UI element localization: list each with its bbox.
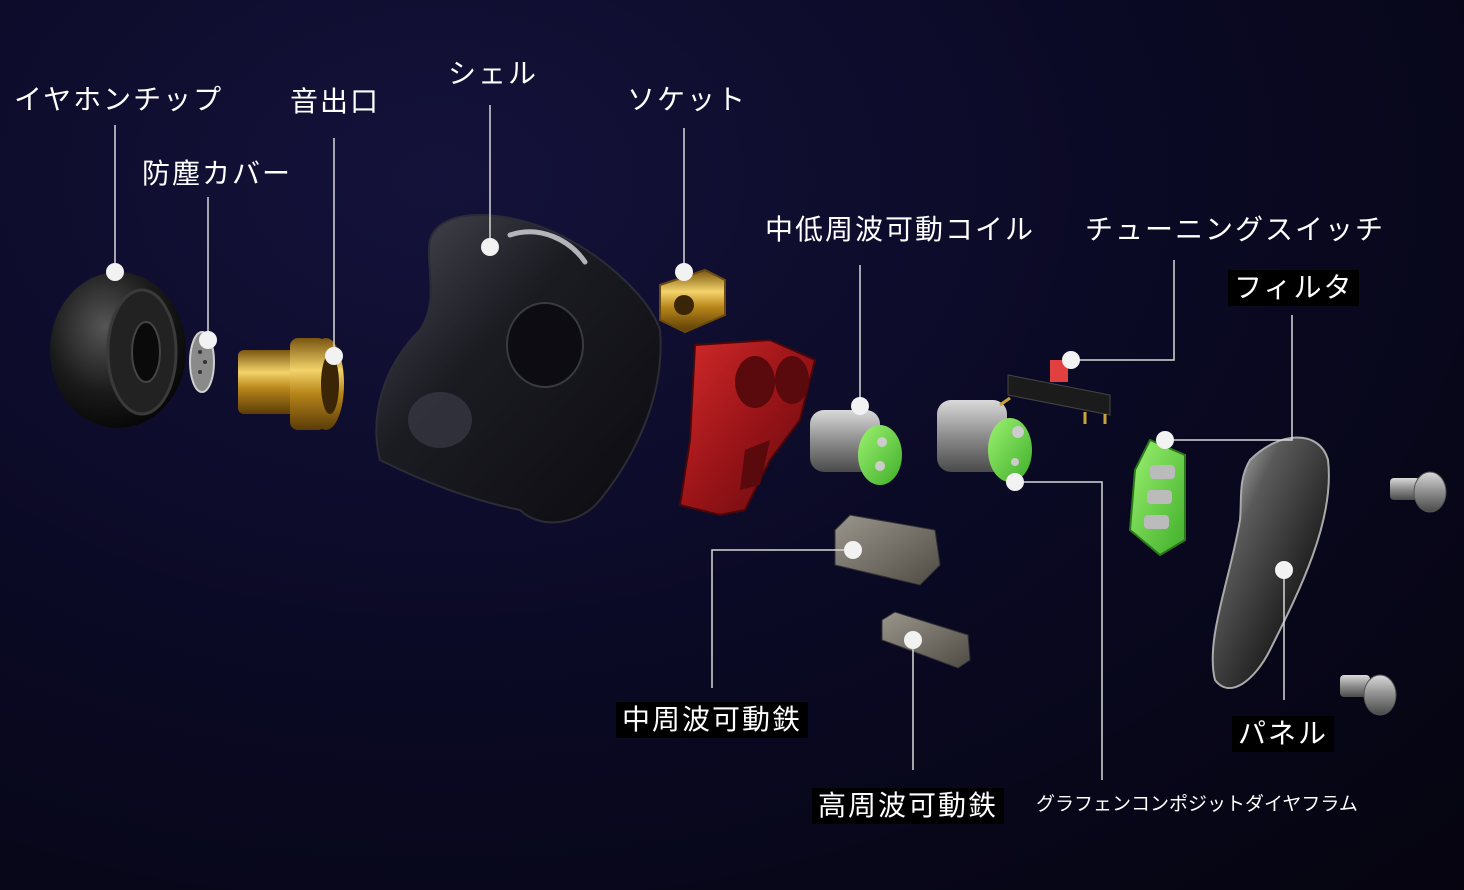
- high-ba-part: [881, 611, 971, 669]
- graphene-driver-part: [937, 400, 1032, 482]
- label-eartip: イヤホンチップ: [14, 83, 224, 116]
- label-graphene-diaphragm: グラフェンコンポジットダイヤフラム: [1036, 793, 1358, 815]
- label-mid-ba: 中周波可動鉄: [616, 702, 809, 738]
- label-high-ba: 高周波可動鉄: [812, 788, 1005, 824]
- acoustic-chamber-part: [678, 338, 817, 517]
- label-tuning-switch: チューニングスイッチ: [1085, 213, 1386, 246]
- mid-low-dynamic-part: [810, 410, 902, 485]
- shell-part: [375, 214, 662, 524]
- label-mid-low-dynamic: 中低周波可動コイル: [765, 213, 1036, 246]
- label-panel: パネル: [1232, 716, 1335, 752]
- label-socket: ソケット: [627, 83, 748, 116]
- leader-dots: [106, 238, 1293, 649]
- leader-lines: [114, 105, 1293, 780]
- socket-part: [659, 268, 726, 334]
- label-shell: シェル: [448, 57, 539, 90]
- tuning-switch-part: [999, 360, 1111, 424]
- mid-ba-part: [834, 514, 941, 586]
- label-sound-port: 音出口: [290, 85, 381, 118]
- label-filter: フィルタ: [1228, 270, 1360, 306]
- filter-part: [1128, 438, 1186, 557]
- label-dust-cover: 防塵カバー: [142, 157, 293, 190]
- screw-part-2: [1340, 674, 1397, 716]
- panel-part: [1211, 436, 1330, 690]
- eartip-part: [50, 272, 186, 428]
- screw-part-1: [1390, 471, 1447, 513]
- sound-port-part: [238, 338, 344, 430]
